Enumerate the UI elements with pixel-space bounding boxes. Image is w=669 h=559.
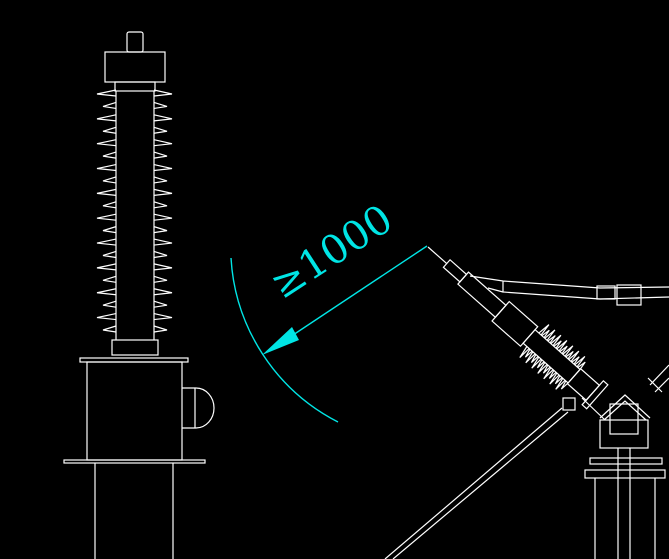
arm-clamp	[616, 284, 642, 306]
base-flange	[111, 339, 159, 356]
insulator-shed	[102, 250, 168, 259]
bellows-fin	[519, 324, 550, 358]
insulator-shed	[96, 188, 173, 196]
side-box	[182, 387, 215, 429]
bellows-fin	[524, 329, 550, 358]
bellows-fin	[549, 350, 580, 385]
insulator-shed	[102, 275, 168, 283]
insulator-shed	[96, 213, 173, 221]
bellows-fin	[543, 345, 574, 380]
rod-clamp	[562, 397, 576, 411]
insulator-shed	[102, 226, 168, 234]
insulator-shed	[96, 312, 173, 321]
bellows-fin	[525, 329, 556, 364]
insulator-shed	[96, 114, 173, 122]
insulator-shed	[96, 238, 173, 246]
insulator-sheds	[96, 89, 173, 333]
insulator-shed	[96, 139, 173, 147]
tank	[86, 361, 183, 461]
interrupter-chamber	[491, 300, 539, 348]
insulator-shed	[102, 176, 168, 184]
insulator-shed	[102, 201, 168, 209]
insulator-shed	[102, 151, 168, 159]
insulator-shed	[96, 288, 173, 296]
terminal-icon	[126, 31, 144, 53]
mount-plate	[79, 357, 189, 363]
insulator-shed	[96, 163, 173, 172]
bellows-fin	[554, 356, 580, 385]
clearance-arc	[230, 257, 339, 423]
insulator-shed	[102, 126, 168, 134]
bellows-fin	[536, 340, 562, 369]
dimension-annotation: ≥1000	[230, 196, 428, 423]
insulator-shed	[96, 89, 173, 97]
bellows-fin	[537, 340, 568, 374]
insulator-shed	[102, 101, 168, 110]
arrowhead-icon	[262, 327, 299, 355]
insulator-shed	[102, 300, 168, 308]
operating-rod	[384, 407, 563, 559]
insulator-column	[63, 31, 215, 559]
base-plate	[63, 459, 206, 464]
bellows-fin	[560, 361, 586, 390]
bellows-fin	[555, 355, 586, 390]
bellows-fin	[530, 335, 556, 363]
insulator-shed	[102, 325, 168, 333]
breaker-assembly	[384, 246, 669, 559]
dimension-label: ≥1000	[262, 196, 401, 308]
bellows-fin	[542, 345, 568, 374]
cap-neck	[114, 81, 156, 92]
insulator-shed	[96, 263, 173, 271]
bellows-fin	[531, 334, 562, 369]
top-cap	[104, 51, 166, 83]
contact-housing	[457, 271, 507, 319]
arm-joint	[596, 285, 616, 300]
dimension-line	[289, 245, 428, 338]
bellows-fin	[548, 350, 574, 379]
bellows-insulator	[519, 324, 586, 390]
